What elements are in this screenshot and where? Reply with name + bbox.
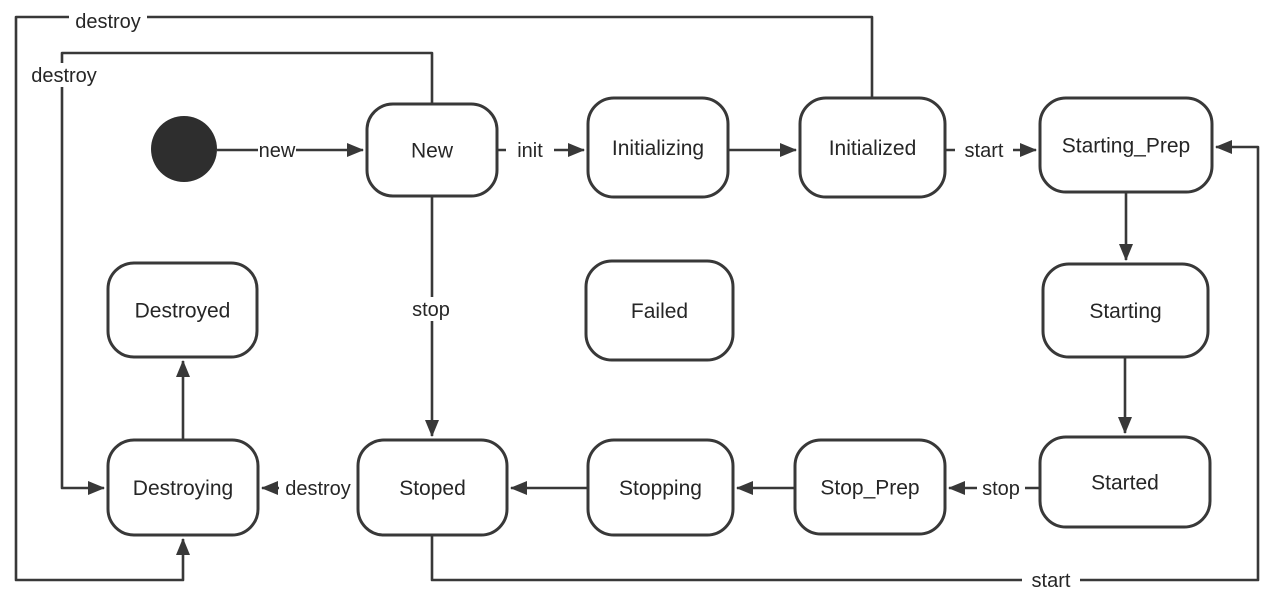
state-label: Destroying	[133, 477, 233, 500]
state-box	[1041, 262, 1210, 359]
transition-initialized-to-starting-prep: start	[945, 138, 1037, 162]
transition-label-bg	[407, 297, 455, 321]
state-box	[586, 96, 730, 199]
transition-label-bg	[279, 476, 357, 500]
state-stoped: Stoped	[356, 438, 509, 537]
transition-new-to-stoped: stop	[407, 196, 455, 437]
state-label: Stopping	[619, 477, 702, 500]
state-destroyed: Destroyed	[106, 261, 259, 359]
state-label: Stoped	[399, 477, 466, 500]
state-label: Initializing	[612, 137, 704, 160]
transition-label-bg	[258, 138, 296, 162]
state-box	[356, 438, 509, 537]
state-box	[1038, 96, 1214, 194]
state-new: New	[365, 102, 499, 198]
transition-started-to-stop-prep: stop	[948, 476, 1040, 500]
state-box	[793, 438, 947, 536]
transition-line	[14, 15, 874, 582]
state-stop_prep: Stop_Prep	[793, 438, 947, 536]
state-box	[586, 438, 735, 537]
state-label: Failed	[631, 300, 688, 323]
transition-label-bg	[955, 138, 1013, 162]
state-initializing: Initializing	[586, 96, 730, 199]
transition-label-bg	[506, 138, 554, 162]
state-label: Started	[1091, 472, 1159, 495]
transition-label: destroy	[285, 478, 351, 500]
state-label: Starting_Prep	[1062, 135, 1190, 158]
state-box	[584, 259, 735, 362]
state-label: New	[411, 140, 454, 163]
transition-stoped-to-starting-prep: start	[430, 140, 1260, 592]
transition-new-to-initializing: init	[497, 138, 585, 162]
state-label: Initialized	[829, 137, 917, 160]
state-box	[106, 438, 260, 537]
transition-stoped-to-destroying: destroy	[261, 476, 358, 500]
transition-initialized-to-destroying: destroy	[14, 9, 874, 582]
state-label: Destroyed	[135, 300, 231, 323]
state-box	[365, 102, 499, 198]
transition-label: destroy	[31, 65, 97, 87]
state-failed: Failed	[584, 259, 735, 362]
state-started: Started	[1038, 435, 1212, 529]
initial-state-dot	[151, 116, 217, 182]
state-box	[1038, 435, 1212, 529]
transition-label: init	[517, 140, 543, 162]
state-starting_prep: Starting_Prep	[1038, 96, 1214, 194]
transition-line	[430, 140, 1260, 582]
transition-label: new	[259, 140, 296, 162]
state-box	[798, 96, 947, 199]
state-stopping: Stopping	[586, 438, 735, 537]
transition-initial-to-new: new	[217, 138, 364, 162]
transition-label: start	[965, 140, 1004, 162]
state-destroying: Destroying	[106, 438, 260, 537]
transition-label-bg	[25, 63, 103, 87]
state-label: Starting	[1089, 300, 1161, 323]
state-label: Stop_Prep	[820, 477, 919, 500]
transition-new-to-destroying: destroy	[25, 51, 434, 495]
transition-line	[60, 51, 434, 495]
state-starting: Starting	[1041, 262, 1210, 359]
transition-label: stop	[412, 299, 450, 321]
transition-label: destroy	[75, 11, 141, 33]
transition-label: start	[1032, 570, 1071, 592]
transition-label: stop	[982, 478, 1020, 500]
transition-label-bg	[977, 476, 1025, 500]
transition-label-bg	[1022, 568, 1080, 592]
state-box	[106, 261, 259, 359]
state-initialized: Initialized	[798, 96, 947, 199]
transition-label-bg	[69, 9, 147, 33]
